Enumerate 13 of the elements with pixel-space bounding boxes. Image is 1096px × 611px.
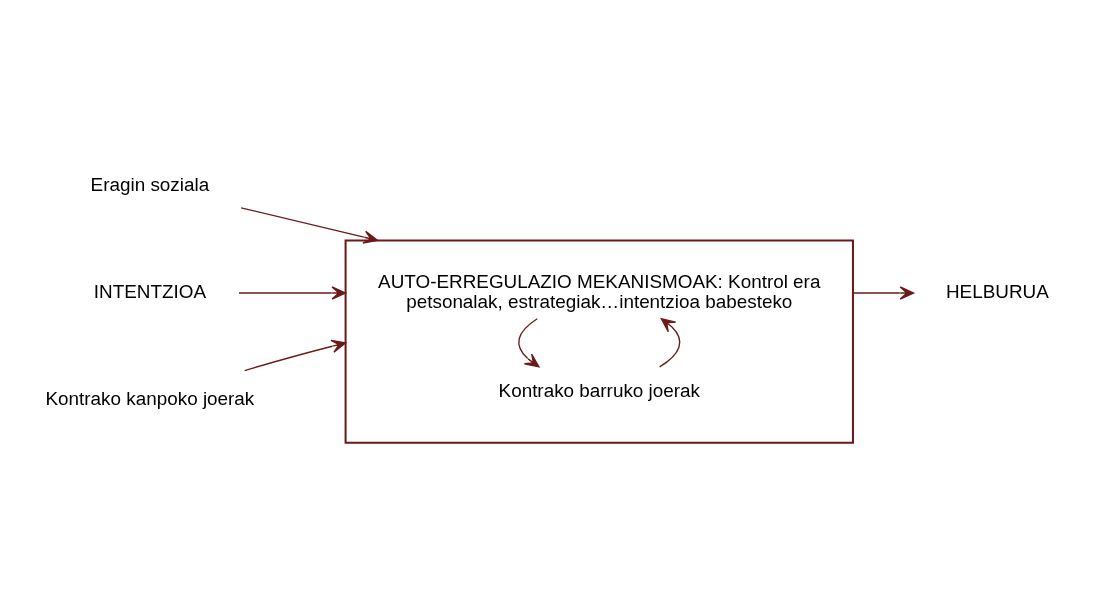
node-text: Eragin soziala	[90, 174, 210, 196]
arrow	[240, 207, 379, 244]
cluster	[344, 239, 854, 444]
arrow	[244, 339, 347, 372]
node-text: Kontrako barruko joerak	[498, 379, 701, 401]
node-text: Kontrako kanpoko joerak	[45, 387, 255, 409]
node-text: INTENTZIOA	[93, 281, 207, 303]
arrow	[852, 286, 915, 300]
node-text: HELBURUA	[945, 281, 1049, 303]
arrow	[658, 318, 681, 368]
node-text: AUTO-ERREGULAZIO MEKANISMOAK: Kontrol era petsonalak, estrategiak…intentzioa babesteko	[378, 270, 821, 313]
arrow	[518, 318, 540, 368]
arrow	[238, 286, 347, 300]
